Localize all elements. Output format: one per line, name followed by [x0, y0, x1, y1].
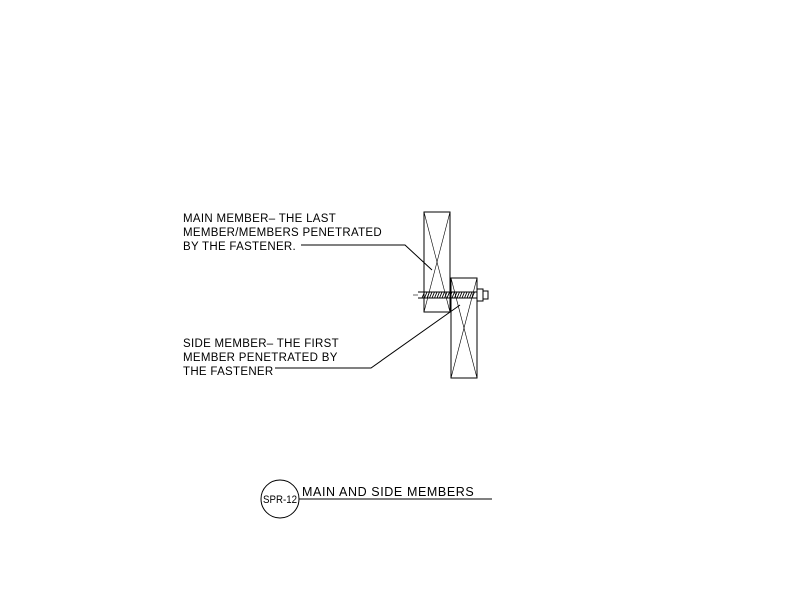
- side-note-line-2: MEMBER PENETRATED BY: [183, 352, 338, 364]
- main-note-line-3: BY THE FASTENER.: [183, 241, 296, 253]
- main-member-note: MAIN MEMBER– THE LAST MEMBER/MEMBERS PEN…: [183, 213, 433, 271]
- main-note-line-1: MAIN MEMBER– THE LAST: [183, 213, 336, 225]
- side-note-line-1: SIDE MEMBER– THE FIRST: [183, 338, 339, 350]
- side-member: [450, 277, 478, 379]
- main-note-line-2: MEMBER/MEMBERS PENETRATED: [183, 227, 382, 239]
- side-note-line-3: THE FASTENER: [183, 366, 274, 378]
- detail-title-block: SPR-12 MAIN AND SIDE MEMBERS: [260, 479, 492, 519]
- detail-title: MAIN AND SIDE MEMBERS: [302, 485, 474, 499]
- detail-ref-tag: SPR-12: [263, 494, 297, 506]
- main-note-leader: [301, 244, 433, 271]
- side-member-note: SIDE MEMBER– THE FIRST MEMBER PENETRATED…: [183, 304, 461, 378]
- fastener-threads: [421, 291, 475, 299]
- side-note-leader: [275, 304, 461, 369]
- fastener: [413, 288, 489, 302]
